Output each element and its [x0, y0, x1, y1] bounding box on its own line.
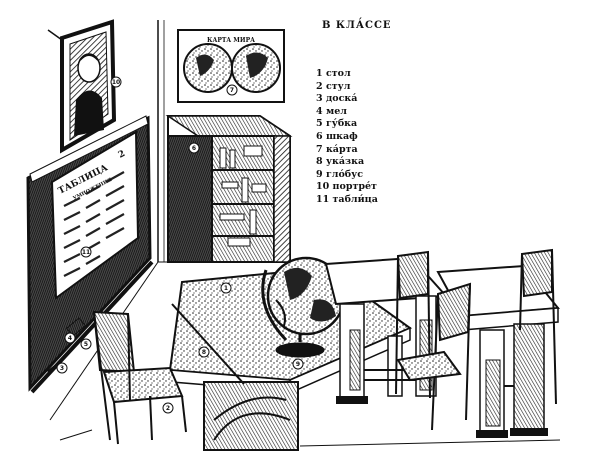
svg-text:6: 6 — [192, 145, 196, 152]
page-title: В КЛА́ССЕ — [322, 20, 392, 31]
legend-item: 10 портре́т — [316, 181, 378, 194]
legend-number: 11 — [316, 193, 330, 205]
legend-number: 1 — [316, 68, 323, 79]
globe — [261, 256, 346, 358]
map-title: КАРТА МИРА — [207, 37, 255, 44]
legend-word: табли́ца — [332, 193, 378, 205]
chair-side — [396, 282, 472, 431]
callout-11: 11 — [80, 246, 92, 258]
legend-word: гу́бка — [325, 118, 358, 130]
legend-number: 9 — [316, 168, 323, 180]
pupil-desk-back — [436, 264, 560, 438]
legend-number: 8 — [316, 156, 323, 168]
legend-item: 3 доска́ — [316, 93, 378, 106]
legend-word: стол — [325, 68, 351, 79]
legend-number: 10 — [316, 181, 330, 193]
legend-number: 6 — [316, 130, 323, 142]
svg-text:4: 4 — [68, 335, 72, 342]
vocabulary-legend: 1 стол 2 стул 3 доска́ 4 мел 5 гу́бка 6 … — [316, 68, 378, 207]
legend-word: гло́бус — [325, 168, 363, 180]
svg-text:8: 8 — [202, 349, 206, 356]
legend-item: 9 гло́бус — [316, 169, 378, 182]
callout-10: 10 — [110, 76, 122, 88]
svg-text:9: 9 — [296, 361, 300, 368]
legend-item: 5 гу́бка — [316, 118, 378, 131]
legend-word: доска́ — [325, 93, 358, 105]
callout-4: 4 — [64, 332, 76, 344]
legend-number: 2 — [316, 80, 323, 92]
cabinet — [165, 115, 293, 263]
table-heading-number: 2 — [117, 149, 127, 161]
callout-9: 9 — [292, 358, 304, 370]
chalk — [47, 362, 59, 374]
legend-item: 8 ука́зка — [316, 156, 378, 169]
legend-word: стул — [325, 80, 351, 92]
legend-item: 1 стол — [316, 68, 378, 81]
floor-shadow — [59, 429, 561, 447]
world-map: КАРТА МИРА — [177, 29, 285, 103]
svg-text:10: 10 — [112, 79, 120, 86]
legend-number: 5 — [316, 118, 323, 130]
legend-number: 4 — [316, 105, 323, 117]
multiplication-table: ТАБЛИЦА 2 УМНОЖЕНИЯ — [50, 130, 140, 300]
legend-item: 11 табли́ца — [316, 194, 378, 207]
legend-item: 4 мел — [316, 106, 378, 119]
callout-5: 5 — [80, 338, 92, 350]
sponge — [65, 317, 87, 337]
pointer — [171, 303, 245, 385]
portrait — [47, 19, 117, 154]
svg-text:2: 2 — [166, 405, 170, 412]
svg-text:5: 5 — [84, 341, 88, 348]
callout-2: 2 — [162, 402, 174, 414]
chair-front — [92, 310, 187, 445]
legend-word: шкаф — [325, 130, 358, 142]
legend-word: ука́зка — [325, 156, 365, 168]
callout-3: 3 — [56, 362, 68, 374]
svg-text:1: 1 — [224, 285, 228, 292]
legend-item: 7 ка́рта — [316, 144, 378, 157]
chair-back — [519, 248, 557, 405]
legend-item: 6 шкаф — [316, 131, 378, 144]
callout-8: 8 — [198, 346, 210, 358]
callout-7: 7 — [226, 84, 238, 96]
svg-text:3: 3 — [60, 365, 64, 372]
svg-text:7: 7 — [230, 87, 234, 94]
legend-word: портре́т — [332, 181, 377, 193]
legend-number: 7 — [316, 143, 323, 155]
legend-item: 2 стул — [316, 81, 378, 94]
svg-text:11: 11 — [82, 249, 90, 256]
callout-1: 1 — [220, 282, 232, 294]
legend-word: ка́рта — [325, 143, 358, 155]
callout-6: 6 — [188, 142, 200, 154]
legend-number: 3 — [316, 93, 323, 105]
legend-word: мел — [325, 105, 347, 117]
